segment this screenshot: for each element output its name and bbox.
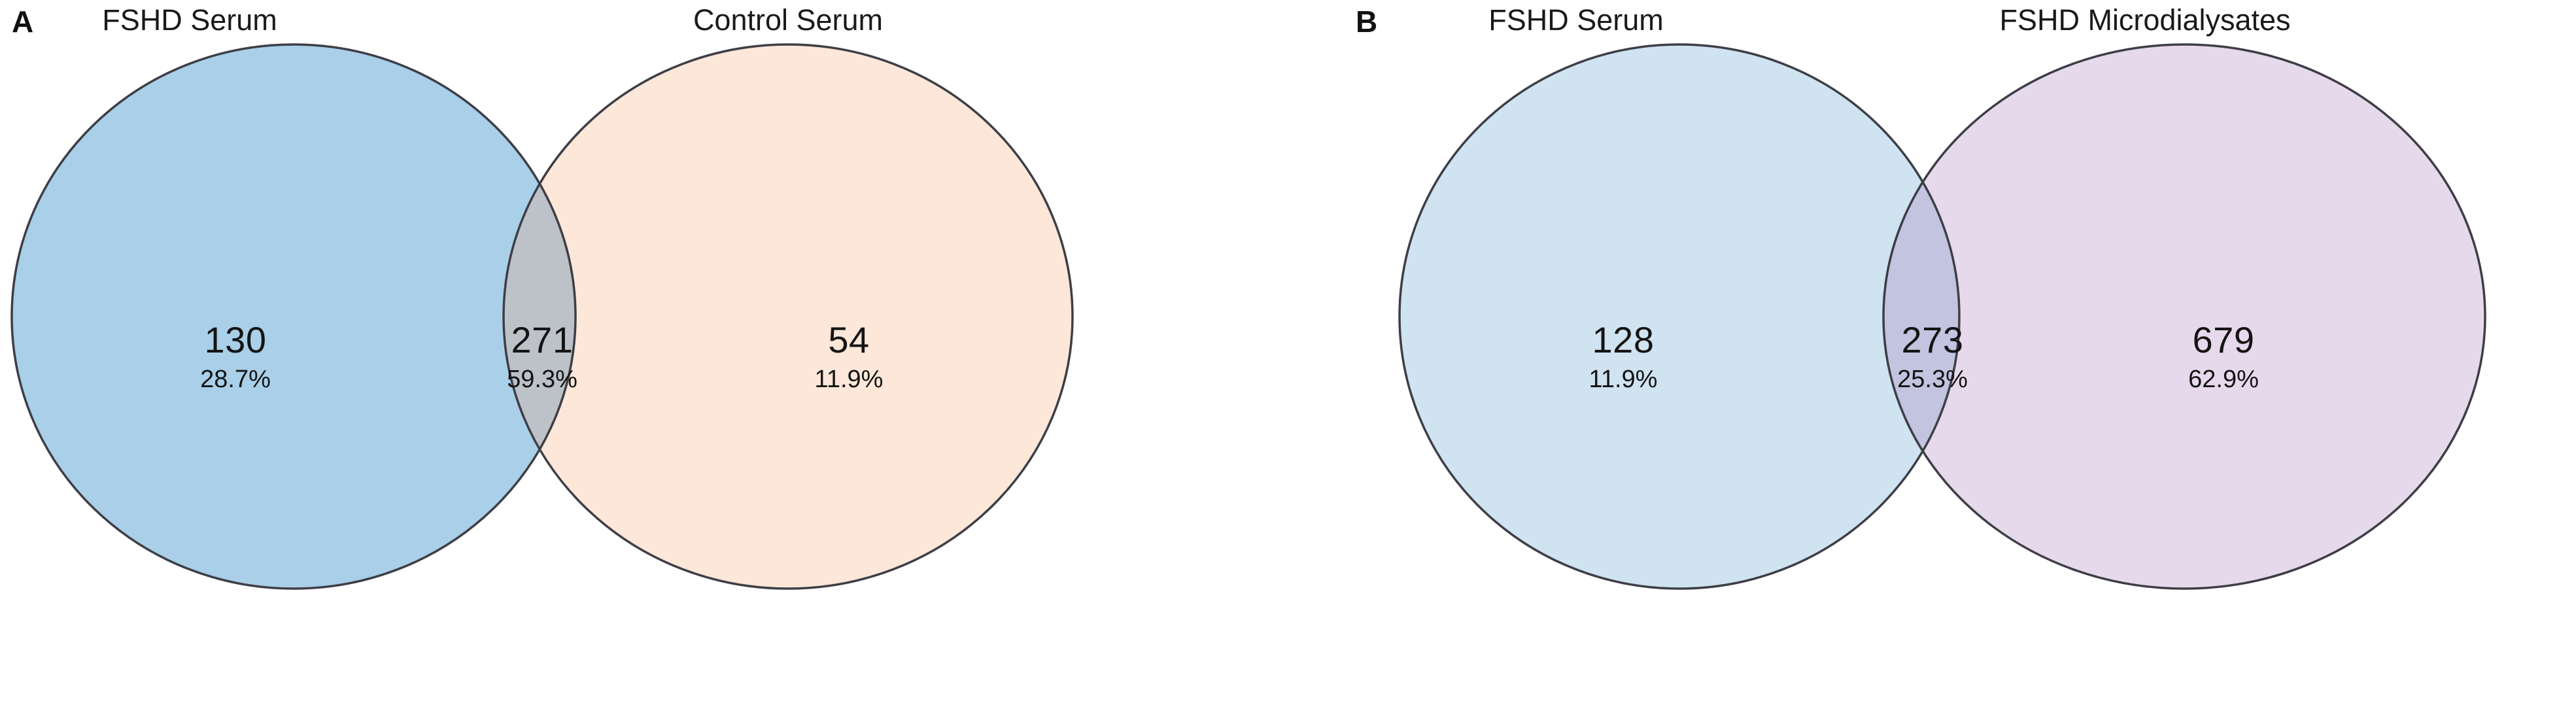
panel-b-left-ellipse xyxy=(1400,44,1959,589)
panel-a-left-set-title: FSHD Serum xyxy=(102,3,277,37)
panel-b-intersection-counts: 273 25.3% xyxy=(1834,322,2031,392)
panel-b-right-set-title: FSHD Microdialysates xyxy=(1999,3,2291,37)
panel-b-left-only-percent: 11.9% xyxy=(1589,366,1658,393)
panel-b-intersection-percent: 25.3% xyxy=(1897,366,1968,393)
panel-a-intersection-percent: 59.3% xyxy=(507,366,577,393)
panel-a-right-ellipse-outline xyxy=(502,43,1074,590)
panel-b-left-ellipse-outline xyxy=(1398,43,1961,590)
panel-a-letter: A xyxy=(12,5,34,39)
panel-b-venn-svg xyxy=(1398,43,2486,590)
panel-a-left-only-percent: 28.7% xyxy=(200,366,271,393)
panel-b-right-only-count: 679 xyxy=(2192,319,2255,360)
panel-b-left-set-title: FSHD Serum xyxy=(1488,3,1664,37)
panel-a-left-only-counts: 130 28.7% xyxy=(137,322,334,392)
panel-b-left-only-count: 128 xyxy=(1592,319,1655,360)
panel-b-right-ellipse xyxy=(1883,44,2485,589)
panel-a-right-ellipse xyxy=(504,44,1073,589)
panel-b-right-ellipse-outline xyxy=(1882,43,2486,590)
panel-a-right-set-title: Control Serum xyxy=(693,3,884,37)
panel-b-intersection-count: 273 xyxy=(1901,319,1964,360)
panel-a-left-ellipse xyxy=(12,44,575,589)
panel-b-right-only-counts: 679 62.9% xyxy=(2125,322,2322,392)
panel-a-right-only-percent: 11.9% xyxy=(814,366,884,393)
panel-a-venn-svg xyxy=(10,43,1074,590)
panel-b: B FSHD Serum FSHD Microdialysates 128 xyxy=(1282,0,2576,707)
panel-b-right-only-percent: 62.9% xyxy=(2188,366,2259,393)
panel-a-intersection-counts: 271 59.3% xyxy=(444,322,640,392)
panel-b-left-only-counts: 128 11.9% xyxy=(1525,322,1721,392)
panel-a-left-only-count: 130 xyxy=(204,319,267,360)
panel-a: A FSHD Serum Control Serum xyxy=(0,0,1282,707)
panel-a-right-only-counts: 54 11.9% xyxy=(751,322,947,392)
panel-a-left-ellipse-outline xyxy=(10,43,577,590)
panel-b-letter: B xyxy=(1356,5,1378,39)
panel-a-right-only-count: 54 xyxy=(828,319,870,360)
panel-a-intersection-count: 271 xyxy=(511,319,574,360)
